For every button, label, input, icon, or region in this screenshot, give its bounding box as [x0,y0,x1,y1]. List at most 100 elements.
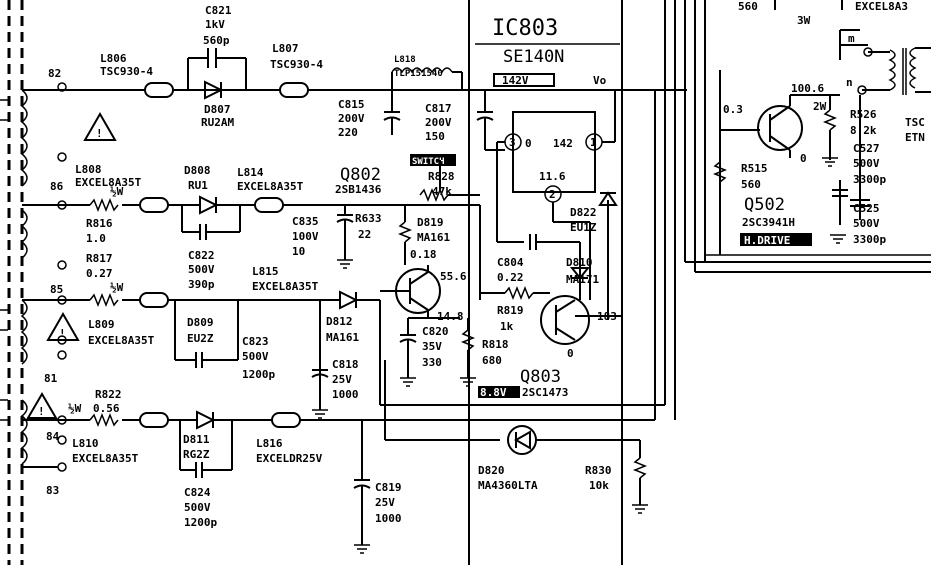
c815-value: 220 [338,126,358,139]
ground-symbols [312,157,846,554]
line-86-wiring [22,160,481,300]
r819-ref: R819 [497,304,524,317]
d808-ref: D808 [184,164,211,177]
r526-ref: R526 [850,108,877,121]
c821-value: 560p [203,34,230,47]
c804-ref: C804 [497,256,524,269]
d809-part: EU2Z [187,332,214,345]
ic803-vo: Vo [593,74,607,87]
q803-tag-box [478,386,520,398]
l806-part: TSC930-4 [100,65,153,78]
q802-vb: 0.18 [410,248,437,261]
d820-ref: D820 [478,464,505,477]
l807-ref: L807 [272,42,299,55]
q502-name: Q502 [744,195,785,215]
r816-ref: R816 [86,217,113,230]
d822-part: EU1Z [570,221,597,234]
node-85: 85 [50,283,63,296]
r817-ref: R817 [86,252,113,265]
c815-ref: C815 [338,98,365,111]
c824-value: 1200p [184,516,217,529]
ic803-pin3-value: 0 [525,137,532,150]
node-83: 83 [46,484,59,497]
l809-part: EXCEL8A35T [88,334,155,347]
c820-ref: C820 [422,325,449,338]
d819-ref: D819 [417,216,444,229]
ic803-pin2-label: 2 [549,188,556,201]
ic803-pin3-label: 3 [509,136,516,149]
q502-tag: H.DRIVE [744,234,790,247]
d812-ref: D812 [326,315,353,328]
ic803-142v-box [493,73,555,87]
top-wattage: 3W [797,14,811,27]
node-82: 82 [48,67,61,80]
l808-part: EXCEL8A35T [75,176,142,189]
c820-value: 330 [422,356,442,369]
transformer-secondary [0,0,28,565]
l814-ref: L814 [237,166,264,179]
q502-vc: 100.6 [791,82,824,95]
r817-value: 0.27 [86,267,113,280]
c821-ref: C821 [205,4,232,17]
l810-ref: L810 [72,437,99,450]
ic803-pin1-value: 142 [553,137,573,150]
d809-ref: D809 [187,316,214,329]
c525-volt: 500V [853,217,880,230]
c527-volt: 500V [853,157,880,170]
l809-ref: L809 [88,318,115,331]
l814-part: EXCEL8A35T [237,180,304,193]
c821-volt: 1kV [205,18,225,31]
ic803-pin1-label: 1 [590,136,597,149]
c822-volt: 500V [188,263,215,276]
l806-ref: L806 [100,52,127,65]
line-85-wiring [22,290,665,410]
d811-part: RG2Z [183,448,210,461]
r526-value: 8.2k [850,124,877,137]
top-excel: EXCEL8A3 [855,0,908,13]
q803-vc: 183 [597,310,617,323]
half-watt-2: ½W [110,281,124,294]
c527-ref: C527 [853,142,880,155]
warning-triangle-icon: ! ! ! [26,111,117,419]
c815-volt: 200V [338,112,365,125]
d812-part: MA161 [326,331,359,344]
half-watt-3: ½W [68,402,82,415]
d810-part: MA171 [566,273,599,286]
ic803-boxed-value: 142V [502,74,529,87]
pin-m: m [848,32,855,45]
q803-part: 2SC1473 [522,386,568,399]
svg-text:!: ! [38,405,45,418]
c823-ref: C823 [242,335,269,348]
d811-ref: D811 [183,433,210,446]
c822-value: 390p [188,278,215,291]
d822-ref: D822 [570,206,597,219]
r515-value: 560 [741,178,761,191]
svg-text:!: ! [59,327,66,340]
q802-vc: 14.8 [437,310,464,323]
l810-part: EXCEL8A35T [72,452,139,465]
q803-tag: 8.8V [480,386,507,399]
q502-part: 2SC3941H [742,216,795,229]
right-tsc: TSC [905,116,925,129]
top-560: 560 [738,0,758,13]
c823-volt: 500V [242,350,269,363]
d819-part: MA161 [417,231,450,244]
l818-ref: L818 [394,55,416,65]
r818-value: 680 [482,354,502,367]
r515-ref: R515 [741,162,768,175]
c817-volt: 200V [425,116,452,129]
c819-ref: C819 [375,481,402,494]
c835-value: 10 [292,245,305,258]
r828-ref: R828 [428,170,455,183]
r822-ref: R822 [95,388,122,401]
switch-tag: SWITCH [412,157,445,167]
q502-tag-box [740,233,812,246]
c835-ref: C835 [292,215,319,228]
r830-ref: R830 [585,464,612,477]
d810-ref: D810 [566,256,593,269]
l816-part: EXCELDR25V [256,452,323,465]
c820-volt: 35V [422,340,442,353]
c817-value: 150 [425,130,445,143]
ic803-name: IC803 [492,16,558,41]
